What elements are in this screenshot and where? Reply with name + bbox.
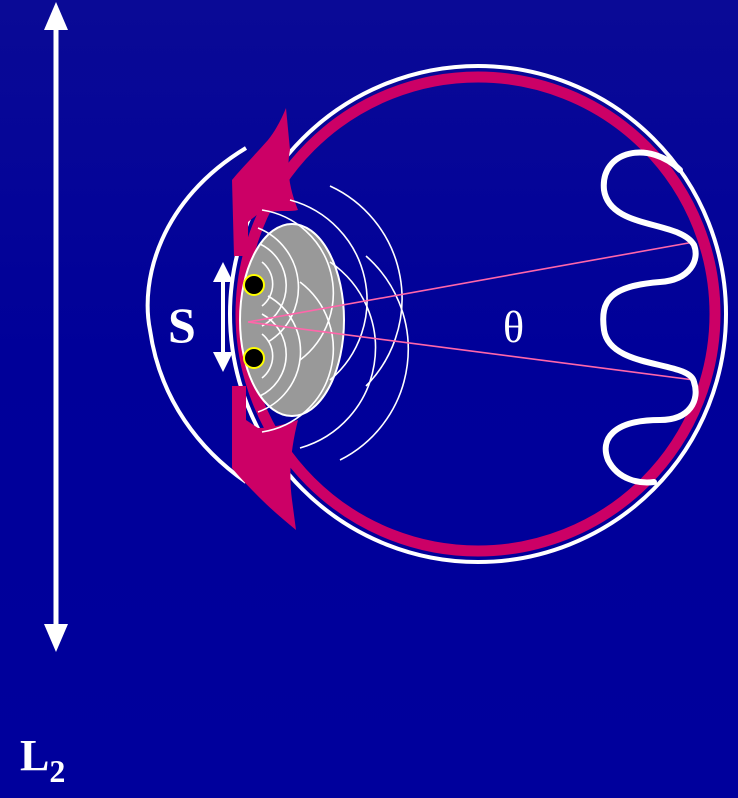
length-label-subscript: 2 (49, 753, 65, 789)
source-lower (243, 347, 265, 369)
point-sources (243, 274, 265, 369)
iris-top (232, 108, 298, 256)
length-label-main: L (20, 731, 49, 780)
angle-label: θ (503, 303, 524, 352)
length-arrow-top-head (44, 2, 68, 30)
length-label: L2 (20, 731, 65, 789)
source-upper (243, 274, 265, 296)
interference-pattern (600, 149, 699, 486)
length-arrow (44, 2, 68, 652)
wavefronts-lower (257, 255, 410, 461)
separation-arrow-bottom-head (213, 352, 233, 372)
length-arrow-bottom-head (44, 624, 68, 652)
cornea-outline (145, 146, 248, 484)
wavefronts-upper (257, 185, 403, 387)
eye-globe (145, 64, 728, 564)
iris-bottom-shape (232, 386, 298, 530)
iris-bottom (232, 386, 298, 530)
ray-upper (247, 241, 695, 323)
ray-lower (247, 321, 695, 381)
separation-label: S (168, 297, 196, 353)
eye-outer-outline (228, 64, 728, 564)
separation-arrow (213, 262, 233, 372)
iris-top-shape (232, 108, 298, 256)
separation-arrow-top-head (213, 262, 233, 282)
rays (247, 241, 695, 381)
